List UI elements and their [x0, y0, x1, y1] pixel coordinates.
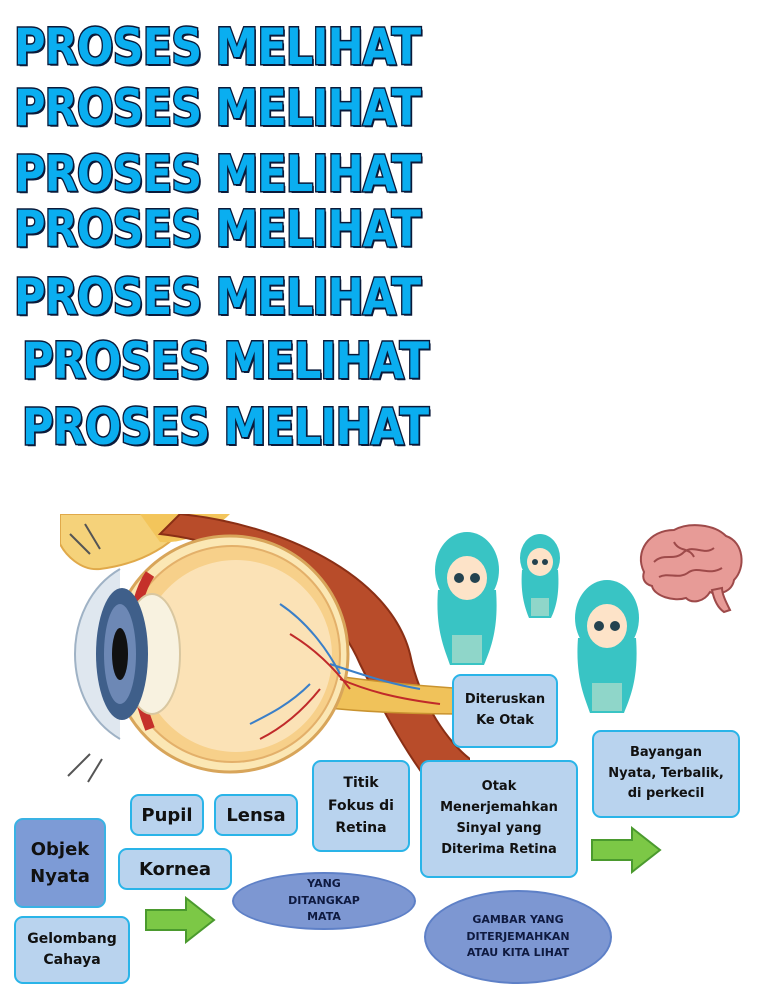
gambar-oval: GAMBAR YANG DITERJEMAHKAN ATAU KITA LIHA… [424, 890, 612, 984]
title-line-3: PROSES MELIHAT [13, 145, 423, 203]
title-line-6: PROSES MELIHAT [21, 332, 431, 390]
title-line-1: PROSES MELIHAT [13, 18, 423, 76]
otak-menerjemahkan-box: Otak Menerjemahkan Sinyal yang Diterima … [420, 760, 578, 878]
girl-character-2 [520, 534, 560, 618]
girl-character-1 [435, 532, 499, 665]
bayangan-box: Bayangan Nyata, Terbalik, di perkecil [592, 730, 740, 818]
title-line-4: PROSES MELIHAT [13, 200, 423, 258]
eye-illustration [60, 514, 470, 784]
arrow-right-icon-1 [145, 896, 216, 944]
lensa-box: Lensa [214, 794, 298, 836]
diteruskan-box: Diteruskan Ke Otak [452, 674, 558, 748]
title-line-5: PROSES MELIHAT [13, 268, 423, 326]
girl-character-3 [575, 580, 639, 713]
brain-icon [639, 524, 743, 614]
kornea-box: Kornea [118, 848, 232, 890]
title-line-7: PROSES MELIHAT [21, 398, 431, 456]
objek-nyata-box: Objek Nyata [14, 818, 106, 908]
titik-fokus-box: Titik Fokus di Retina [312, 760, 410, 852]
title-line-2: PROSES MELIHAT [13, 79, 423, 137]
arrow-right-icon-2 [591, 826, 662, 874]
pupil-box: Pupil [130, 794, 204, 836]
gelombang-cahaya-box: Gelombang Cahaya [14, 916, 130, 984]
ditangkap-oval: YANG DITANGKAP MATA [232, 872, 416, 930]
